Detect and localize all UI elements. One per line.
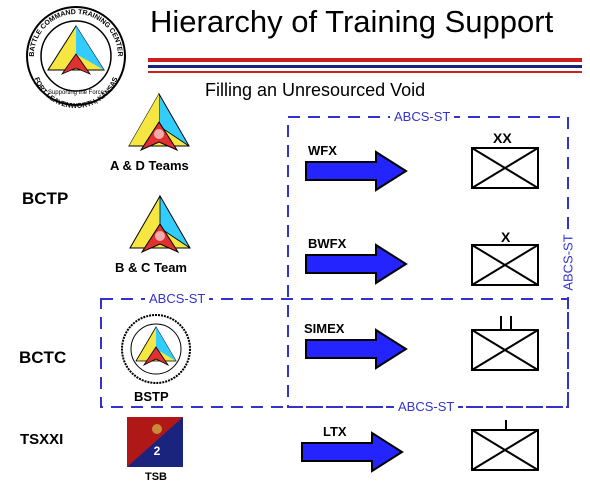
unit-label-bc-team: B & C Team xyxy=(115,260,187,275)
arrow-ltx xyxy=(301,431,404,473)
echelon-division-label: XX xyxy=(493,130,512,146)
header-rule-blue xyxy=(148,65,582,68)
tsb-patch-icon: 2 xyxy=(127,417,183,467)
bctc-logo: Supporting the Force BATTLE COMMAND TRAI… xyxy=(14,4,138,110)
unit-symbol-brigade-icon xyxy=(471,244,539,286)
logo-motto: Supporting the Force xyxy=(48,90,105,96)
header-rule-red-thin xyxy=(148,71,582,73)
org-label-tsxxi: TSXXI xyxy=(20,431,64,448)
unit-symbol-division-icon xyxy=(471,147,539,189)
page-title: Hierarchy of Training Support xyxy=(150,4,554,39)
abcs-st-left-label: ABCS-ST xyxy=(145,291,210,306)
exercise-label-wfx: WFX xyxy=(308,143,337,158)
exercise-label-ltx: LTX xyxy=(323,424,347,439)
echelon-brigade-label: X xyxy=(501,229,511,245)
unit-symbol-company-icon xyxy=(471,420,539,471)
unit-label-bstp: BSTP xyxy=(134,389,169,404)
org-label-bctc: BCTC xyxy=(19,348,67,367)
exercise-label-simex: SIMEX xyxy=(304,321,345,336)
arrow-wfx xyxy=(305,150,408,192)
header-rule-red xyxy=(148,58,582,62)
org-label-bctp: BCTP xyxy=(22,189,69,208)
bc-team-emblem-icon xyxy=(128,194,192,258)
arrow-simex xyxy=(305,328,408,370)
unit-symbol-battalion-icon xyxy=(471,316,539,371)
exercise-label-bwfx: BWFX xyxy=(308,236,347,251)
abcs-st-right-label: ABCS-ST xyxy=(560,230,576,295)
abcs-st-upper-label: ABCS-ST xyxy=(390,109,455,124)
unit-label-tsb: TSB xyxy=(145,471,167,483)
tsb-patch-number: 2 xyxy=(154,444,161,458)
page-subtitle: Filling an Unresourced Void xyxy=(205,80,426,100)
bstp-emblem-icon xyxy=(120,313,192,385)
unit-label-ad-teams: A & D Teams xyxy=(110,158,189,173)
abcs-st-bottom-label: ABCS-ST xyxy=(394,399,459,414)
arrow-bwfx xyxy=(305,243,408,285)
ad-teams-emblem-icon xyxy=(127,92,191,156)
